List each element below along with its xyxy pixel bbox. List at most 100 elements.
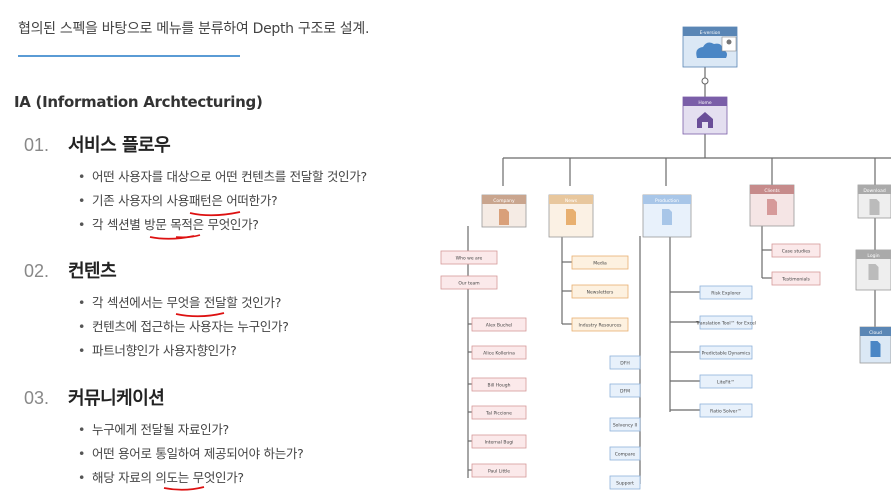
- header-underline: [18, 55, 240, 57]
- section-number: 03.: [24, 388, 50, 408]
- node-label: Newsletters: [587, 290, 614, 296]
- node-label: DFM: [620, 389, 630, 395]
- node-label: LiteFit™: [717, 380, 735, 386]
- section-communication: 03. 커뮤니케이션 누구에게 전달될 자료인가? 어떤 용어로 통일하여 제공…: [24, 384, 304, 490]
- node-label: Industry Resources: [579, 323, 623, 329]
- section-title: 컨텐츠: [68, 261, 117, 282]
- node-box: [471, 434, 527, 449]
- node-box: [699, 374, 753, 389]
- node-box: [471, 405, 527, 420]
- category-header: [856, 250, 891, 259]
- node-label: Paul Little: [488, 469, 510, 475]
- bullet-item: 파트너향인가 사용자향인가?: [78, 339, 289, 363]
- document-icon: [869, 199, 880, 215]
- node-label: Predictable Dynamics: [702, 351, 751, 357]
- node-box: [440, 275, 498, 290]
- lock-icon: [701, 77, 709, 85]
- category-header: [860, 327, 891, 336]
- user-icon: [726, 39, 732, 45]
- node-box: [609, 446, 641, 461]
- document-icon: [499, 209, 509, 225]
- bullet-list: 누구에게 전달될 자료인가? 어떤 용어로 통일하여 제공되어야 하는가? 해당…: [78, 418, 304, 490]
- node-label: Solvency II: [613, 423, 637, 429]
- bullet-list: 어떤 사용자를 대상으로 어떤 컨텐츠를 전달할 것인가? 기존 사용자의 사용…: [78, 165, 367, 237]
- node-label: Media: [593, 261, 607, 267]
- category-header: [750, 185, 794, 194]
- category-label: Cloud: [869, 330, 882, 336]
- page-header: 협의된 스펙을 바탕으로 메뉴를 분류하여 Depth 구조로 설계.: [18, 21, 370, 37]
- node-box: [571, 317, 629, 332]
- node-box: [771, 243, 821, 258]
- node-box: [609, 417, 641, 432]
- root-label: E-version: [700, 30, 721, 36]
- category-label: Company: [493, 198, 515, 204]
- category-label: Production: [655, 198, 679, 204]
- node-box: [471, 377, 527, 392]
- node-box: [699, 403, 753, 418]
- section-number: 02.: [24, 261, 50, 281]
- home-label: Home: [698, 100, 712, 106]
- document-icon: [566, 209, 576, 225]
- document-icon: [662, 209, 672, 225]
- node-label: Internal Bugi: [485, 440, 514, 446]
- category-header: [482, 195, 526, 204]
- bullet-item: 어떤 용어로 통일하여 제공되어야 하는가?: [78, 442, 304, 466]
- bullet-item: 해당 자료의 의도는 무엇인가?: [78, 466, 303, 490]
- section-contents: 02. 컨텐츠 각 섹션에서는 무엇을 전달할 것인가? 컨텐츠에 접근하는 사…: [24, 257, 289, 363]
- node-label: Risk Explorer: [711, 291, 741, 297]
- node-box: [609, 383, 641, 398]
- node-box: [771, 271, 821, 286]
- bullet-item: 각 섹션별 방문 목적은 무엇인가?: [78, 213, 367, 237]
- root-header: [683, 27, 737, 36]
- node-label: Our team: [458, 281, 479, 287]
- node-box: [571, 284, 629, 299]
- node-label: Translation Tool™ for Excel: [695, 321, 756, 327]
- section-title: 서비스 플로우: [68, 135, 171, 156]
- node-box: [699, 315, 753, 330]
- ia-title: IA (Information Archtecturing): [14, 93, 263, 111]
- cloud-icon: [696, 42, 727, 58]
- bullet-item: 기존 사용자의 사용패턴은 어떠한가?: [78, 189, 367, 213]
- bullet-item: 누구에게 전달될 자료인가?: [78, 418, 303, 442]
- category-label: Clients: [764, 188, 780, 194]
- node-box: [471, 463, 527, 478]
- node-box: [440, 250, 498, 265]
- category-header: [549, 195, 593, 204]
- category-label: Download: [863, 188, 886, 194]
- category-header: [858, 185, 891, 194]
- node-label: Ratio Solver™: [710, 409, 742, 415]
- node-box: [571, 255, 629, 270]
- node-label: Who we are: [456, 256, 483, 262]
- node-label: Bill Hough: [488, 383, 511, 389]
- node-label: Support: [616, 481, 634, 487]
- node-label: Compare: [615, 452, 636, 458]
- house-icon: [697, 112, 713, 128]
- bullet-item: 어떤 사용자를 대상으로 어떤 컨텐츠를 전달할 것인가?: [78, 165, 367, 189]
- document-icon: [767, 199, 777, 215]
- node-label: Alex Buchel: [486, 323, 512, 329]
- node-box: [699, 285, 753, 300]
- bullet-item: 컨텐츠에 접근하는 사용자는 누구인가?: [78, 315, 289, 339]
- node-box: [609, 355, 641, 370]
- home-header: [683, 97, 727, 106]
- node-label: Testimonials: [781, 277, 810, 283]
- node-box: [699, 345, 753, 360]
- node-label: Tal Piccione: [485, 411, 512, 417]
- category-label: Login: [867, 253, 879, 259]
- category-label: News: [565, 198, 578, 204]
- node-box: [471, 317, 527, 332]
- section-service-flow: 01. 서비스 플로우 어떤 사용자를 대상으로 어떤 컨텐츠를 전달할 것인가…: [24, 131, 367, 237]
- node-label: Alice Kollerina: [483, 351, 515, 357]
- bullet-list: 각 섹션에서는 무엇을 전달할 것인가? 컨텐츠에 접근하는 사용자는 누구인가…: [78, 291, 289, 363]
- document-icon: [870, 341, 881, 357]
- section-title: 커뮤니케이션: [68, 388, 165, 409]
- node-box: [609, 475, 641, 490]
- category-header: [643, 195, 691, 204]
- node-label: Case studies: [782, 249, 811, 255]
- bullet-item: 각 섹션에서는 무엇을 전달할 것인가?: [78, 291, 289, 315]
- document-icon: [868, 264, 879, 280]
- node-box: [471, 345, 527, 360]
- node-label: DFH: [620, 361, 629, 367]
- section-number: 01.: [24, 135, 50, 155]
